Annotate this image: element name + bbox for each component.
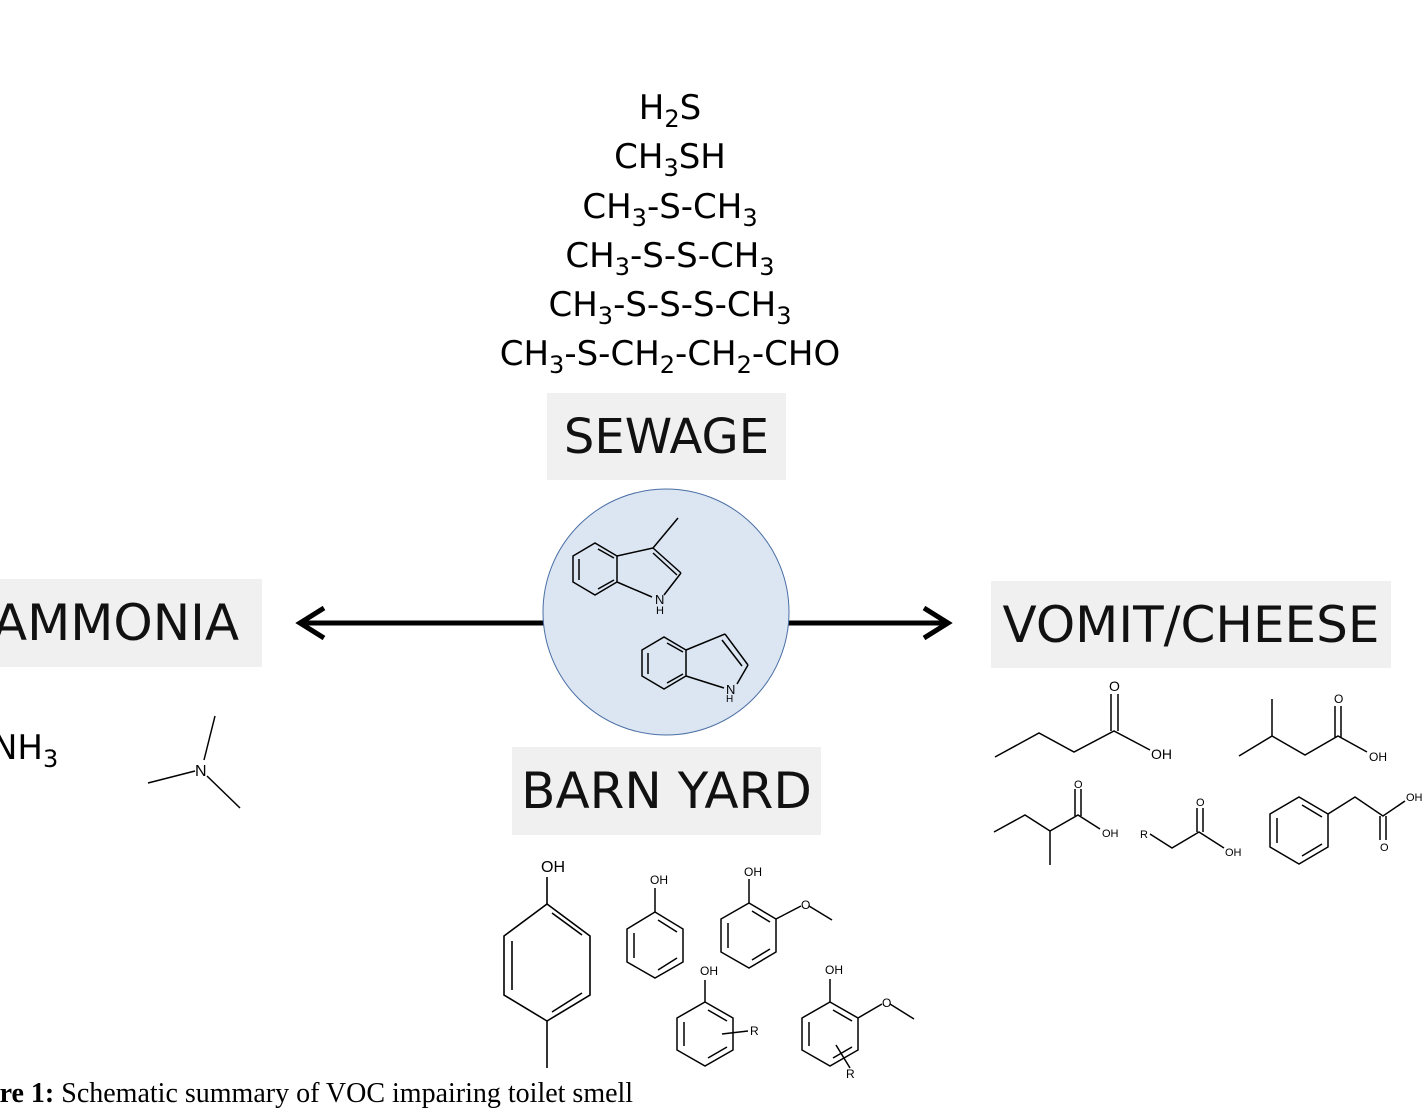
vomit-cheese-label: VOMIT/CHEESE bbox=[991, 581, 1391, 668]
ammonia-label-text: AMMONIA bbox=[0, 594, 240, 652]
formula-text: -S-S-S-CH bbox=[613, 285, 777, 325]
formula-text: H bbox=[638, 88, 665, 128]
formula-text: CH bbox=[565, 236, 615, 276]
formula-text: SH bbox=[678, 137, 726, 177]
ammonia-label: AMMONIA bbox=[0, 579, 262, 667]
formula-subscript: 3 bbox=[759, 253, 775, 281]
formula-subscript: 3 bbox=[597, 302, 614, 330]
formula-subscript: 2 bbox=[664, 105, 680, 133]
methylbutyric-atom-oh: OH bbox=[1102, 828, 1119, 840]
butyric-acid-structure bbox=[994, 694, 1151, 758]
formula-subscript: 3 bbox=[776, 302, 792, 330]
figure-caption: ure 1: Schematic summary of VOC impairin… bbox=[0, 1078, 633, 1110]
p-cresol-structure bbox=[503, 877, 591, 1068]
methylbutyric-atom-o: O bbox=[1074, 779, 1083, 791]
sewage-formula: CH3-S-S-S-CH3 bbox=[0, 285, 1340, 328]
isovaleric-atom-o: O bbox=[1334, 692, 1343, 706]
alkylphenol-atom-r: R bbox=[750, 1024, 759, 1038]
skatole-atom-n: N bbox=[655, 592, 664, 607]
sewage-formula: CH3-S-CH2-CH2-CHO bbox=[0, 334, 1340, 377]
sewage-formula: CH3-S-CH3 bbox=[0, 187, 1340, 230]
phenol-structure bbox=[626, 888, 684, 979]
phenylacetic-atom-oh: OH bbox=[1406, 792, 1422, 804]
carboxylic-acid-r-structure bbox=[1149, 808, 1225, 849]
alkylphenol-atom-oh: OH bbox=[700, 964, 718, 978]
phenol-atom-oh: OH bbox=[650, 873, 668, 887]
barn-yard-label-text: BARN YARD bbox=[521, 762, 812, 820]
formula-subscript: 3 bbox=[631, 204, 647, 232]
indole-atom-h: H bbox=[726, 694, 733, 705]
phenylacetic-atom-o: O bbox=[1380, 842, 1389, 854]
carboxylic-atom-r: R bbox=[1140, 829, 1148, 841]
alkylguaiacol-atom-r: R bbox=[846, 1067, 855, 1081]
carboxylic-atom-oh: OH bbox=[1225, 847, 1242, 859]
sewage-formula: CH3-S-S-CH3 bbox=[0, 236, 1340, 279]
ammonia-nh3-formula: NH3 bbox=[0, 728, 58, 771]
butyric-atom-o: O bbox=[1109, 678, 1120, 694]
formula-subscript: 2 bbox=[736, 351, 752, 379]
arrow-to-ammonia bbox=[295, 605, 548, 641]
formula-subscript: 3 bbox=[549, 351, 565, 379]
guaiacol-atom-oh: OH bbox=[744, 865, 762, 879]
caption-text: Schematic summary of VOC impairing toile… bbox=[54, 1078, 634, 1109]
nh3-subscript: 3 bbox=[43, 745, 59, 773]
alkylguaiacol-atom-o: O bbox=[882, 996, 891, 1010]
formula-text: CH bbox=[614, 137, 664, 177]
formula-subscript: 3 bbox=[742, 204, 758, 232]
p-cresol-atom-oh: OH bbox=[541, 859, 565, 876]
formula-text: -CHO bbox=[751, 334, 841, 374]
formula-text: CH bbox=[548, 285, 598, 325]
indole-atom-n: N bbox=[726, 682, 735, 697]
butyric-atom-oh: OH bbox=[1151, 746, 1172, 762]
methylbutyric-acid-structure bbox=[993, 789, 1101, 865]
sewage-label: SEWAGE bbox=[547, 393, 786, 480]
arrow-to-vomit-cheese bbox=[788, 605, 953, 641]
isovaleric-atom-oh: OH bbox=[1369, 750, 1387, 764]
formula-text: S bbox=[679, 88, 702, 128]
sewage-formula: CH3SH bbox=[0, 137, 1340, 180]
formula-text: CH bbox=[582, 187, 632, 227]
alkylguaiacol-structure bbox=[801, 979, 915, 1069]
formula-subscript: 3 bbox=[614, 253, 631, 281]
guaiacol-atom-o: O bbox=[801, 898, 810, 912]
caption-label: ure 1: bbox=[0, 1078, 55, 1109]
carboxylic-atom-o: O bbox=[1196, 797, 1205, 809]
formula-text: -S-CH bbox=[564, 334, 660, 374]
trimethylamine-atom-n: N bbox=[195, 763, 207, 780]
guaiacol-structure bbox=[720, 879, 833, 969]
skatole-atom-h: H bbox=[656, 605, 664, 617]
trimethylamine-structure bbox=[147, 715, 241, 809]
barn-yard-label: BARN YARD bbox=[512, 747, 821, 835]
vomit-cheese-label-text: VOMIT/CHEESE bbox=[1002, 595, 1380, 654]
phenylacetic-acid-structure bbox=[1269, 796, 1406, 865]
isovaleric-acid-structure bbox=[1238, 699, 1368, 757]
formula-text: -S-S-CH bbox=[630, 236, 760, 276]
formula-subscript: 2 bbox=[659, 351, 676, 379]
sewage-formula: H2S bbox=[0, 88, 1340, 131]
center-circle bbox=[542, 488, 790, 736]
formula-text: -CH bbox=[675, 334, 737, 374]
alkylguaiacol-atom-oh: OH bbox=[825, 963, 843, 977]
alkylphenol-structure bbox=[676, 980, 749, 1067]
formula-text: CH bbox=[499, 334, 550, 374]
formula-subscript: 3 bbox=[663, 154, 679, 182]
sewage-label-text: SEWAGE bbox=[563, 408, 770, 465]
indole-structure bbox=[641, 633, 749, 690]
nh3-main: NH bbox=[0, 728, 43, 768]
formula-text: -S-CH bbox=[646, 187, 743, 227]
skatole-structure bbox=[572, 517, 682, 598]
